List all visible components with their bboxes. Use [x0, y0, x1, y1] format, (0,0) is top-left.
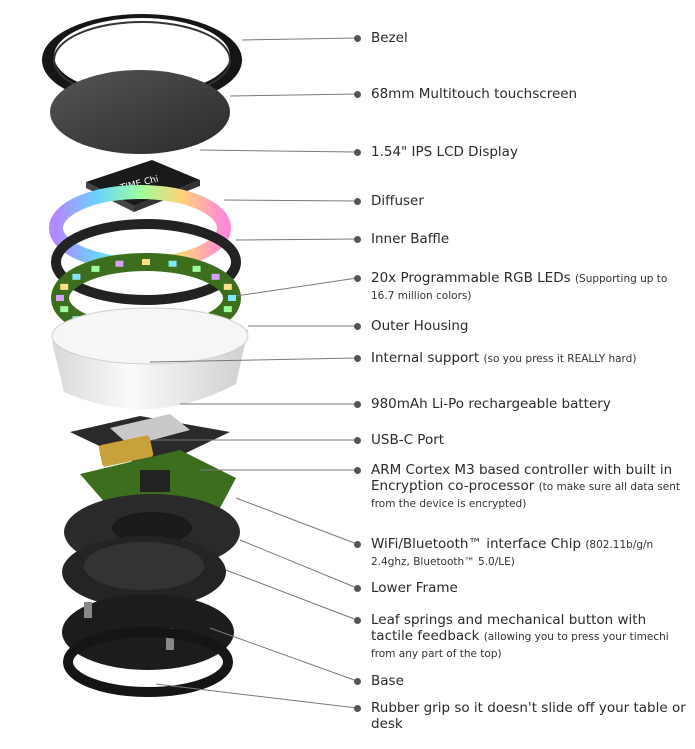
callout-dot	[354, 401, 361, 408]
callout-dot	[354, 705, 361, 712]
leader-line	[241, 37, 358, 41]
leaf-spring-part	[62, 536, 226, 608]
rgb-led	[60, 283, 69, 290]
callout-label-main: 1.54" IPS LCD Display	[371, 144, 518, 160]
touchscreen-part	[50, 70, 230, 154]
callout-label-main: ARM Cortex M3 based controller with buil…	[371, 462, 673, 494]
callout-label-main: Inner Baffle	[371, 231, 450, 247]
callout-label-main: Lower Frame	[371, 580, 458, 596]
callout-label: 980mAh Li-Po rechargeable battery	[371, 396, 689, 412]
rgb-led	[56, 295, 64, 301]
leader-line	[155, 683, 358, 709]
callout-dot	[354, 275, 361, 282]
callout-label: Base	[371, 673, 689, 689]
callout-label: 68mm Multitouch touchscreen	[371, 86, 689, 102]
callout-label: Bezel	[371, 30, 689, 46]
callout-label-main: WiFi/Bluetooth™ interface Chip	[371, 536, 582, 552]
callout-label-main: 68mm Multitouch touchscreen	[371, 86, 578, 102]
rgb-led	[223, 306, 232, 313]
callout-label: WiFi/Bluetooth™ interface Chip (802.11b/…	[371, 536, 689, 570]
rgb-led	[72, 273, 81, 280]
leader-line	[209, 627, 358, 682]
callout-label-main: 980mAh Li-Po rechargeable battery	[371, 396, 611, 412]
callout-label: USB-C Port	[371, 432, 689, 448]
leader-line	[225, 569, 358, 621]
callout-label: Outer Housing	[371, 318, 689, 334]
rgb-led	[223, 283, 232, 290]
callout-dot	[354, 678, 361, 685]
rgb-led	[168, 260, 177, 267]
leader-line	[235, 277, 358, 297]
leader-line	[223, 199, 358, 202]
usb-c-port-part	[98, 435, 154, 467]
leader-line	[235, 497, 358, 545]
callout-label-sub: (allowing you to press your timechi from…	[371, 631, 669, 660]
callout-label-sub: (so you press it REALLY hard)	[483, 353, 637, 365]
callout-label: Diffuser	[371, 193, 689, 209]
callout-dot	[354, 355, 361, 362]
callout-label: Internal support (so you press it REALLY…	[371, 350, 689, 367]
callout-dot	[354, 149, 361, 156]
callout-label-main: Diffuser	[371, 193, 424, 209]
callout-label-sub: (802.11b/g/n 2.4ghz, Bluetooth™ 5.0/LE)	[371, 539, 654, 568]
leader-line	[235, 238, 358, 241]
callout-dot	[354, 198, 361, 205]
callout-label: 1.54" IPS LCD Display	[371, 144, 689, 160]
rgb-led	[142, 259, 150, 265]
leader-line	[199, 149, 358, 153]
callout-label-main: Leaf springs and mechanical button with …	[371, 612, 647, 644]
rgb-led	[192, 265, 201, 272]
leader-lines	[149, 37, 358, 709]
callout-label: Leaf springs and mechanical button with …	[371, 612, 689, 662]
callout-dot	[354, 323, 361, 330]
callout-label: Rubber grip so it doesn't slide off your…	[371, 700, 689, 732]
rgb-led	[91, 265, 100, 272]
rgb-led	[228, 295, 236, 301]
callout-dot	[354, 236, 361, 243]
callout-label-main: Bezel	[371, 30, 408, 46]
callout-dot	[354, 437, 361, 444]
callout-dot	[354, 91, 361, 98]
callout-label: 20x Programmable RGB LEDs (Supporting up…	[371, 270, 689, 304]
callout-label-sub: (Supporting up to 16.7 million colors)	[371, 273, 668, 302]
callout-label-main: 20x Programmable RGB LEDs	[371, 270, 571, 286]
outer-housing-part	[51, 307, 249, 410]
callout-label: Lower Frame	[371, 580, 689, 596]
callout-dot	[354, 617, 361, 624]
callout-dot	[354, 541, 361, 548]
leader-line	[149, 357, 358, 363]
rgb-led	[115, 260, 124, 267]
callout-label-main: USB-C Port	[371, 432, 445, 448]
callout-dot	[354, 35, 361, 42]
inner-baffle-part	[51, 219, 241, 305]
callout-dot	[354, 585, 361, 592]
callout-label-main: Base	[371, 673, 404, 689]
callout-label-sub: (to make sure all data sent from the dev…	[371, 481, 681, 510]
callout-label-main: Rubber grip so it doesn't slide off your…	[371, 700, 686, 732]
leader-line	[229, 93, 358, 97]
callout-label: ARM Cortex M3 based controller with buil…	[371, 462, 689, 512]
callout-label-main: Outer Housing	[371, 318, 469, 334]
leader-line	[239, 539, 358, 589]
rgb-led	[211, 273, 220, 280]
callout-label-main: Internal support	[371, 350, 480, 366]
callout-label: Inner Baffle	[371, 231, 689, 247]
rgb-led	[60, 306, 69, 313]
callout-dot	[354, 467, 361, 474]
rubber-grip-part	[63, 627, 233, 697]
